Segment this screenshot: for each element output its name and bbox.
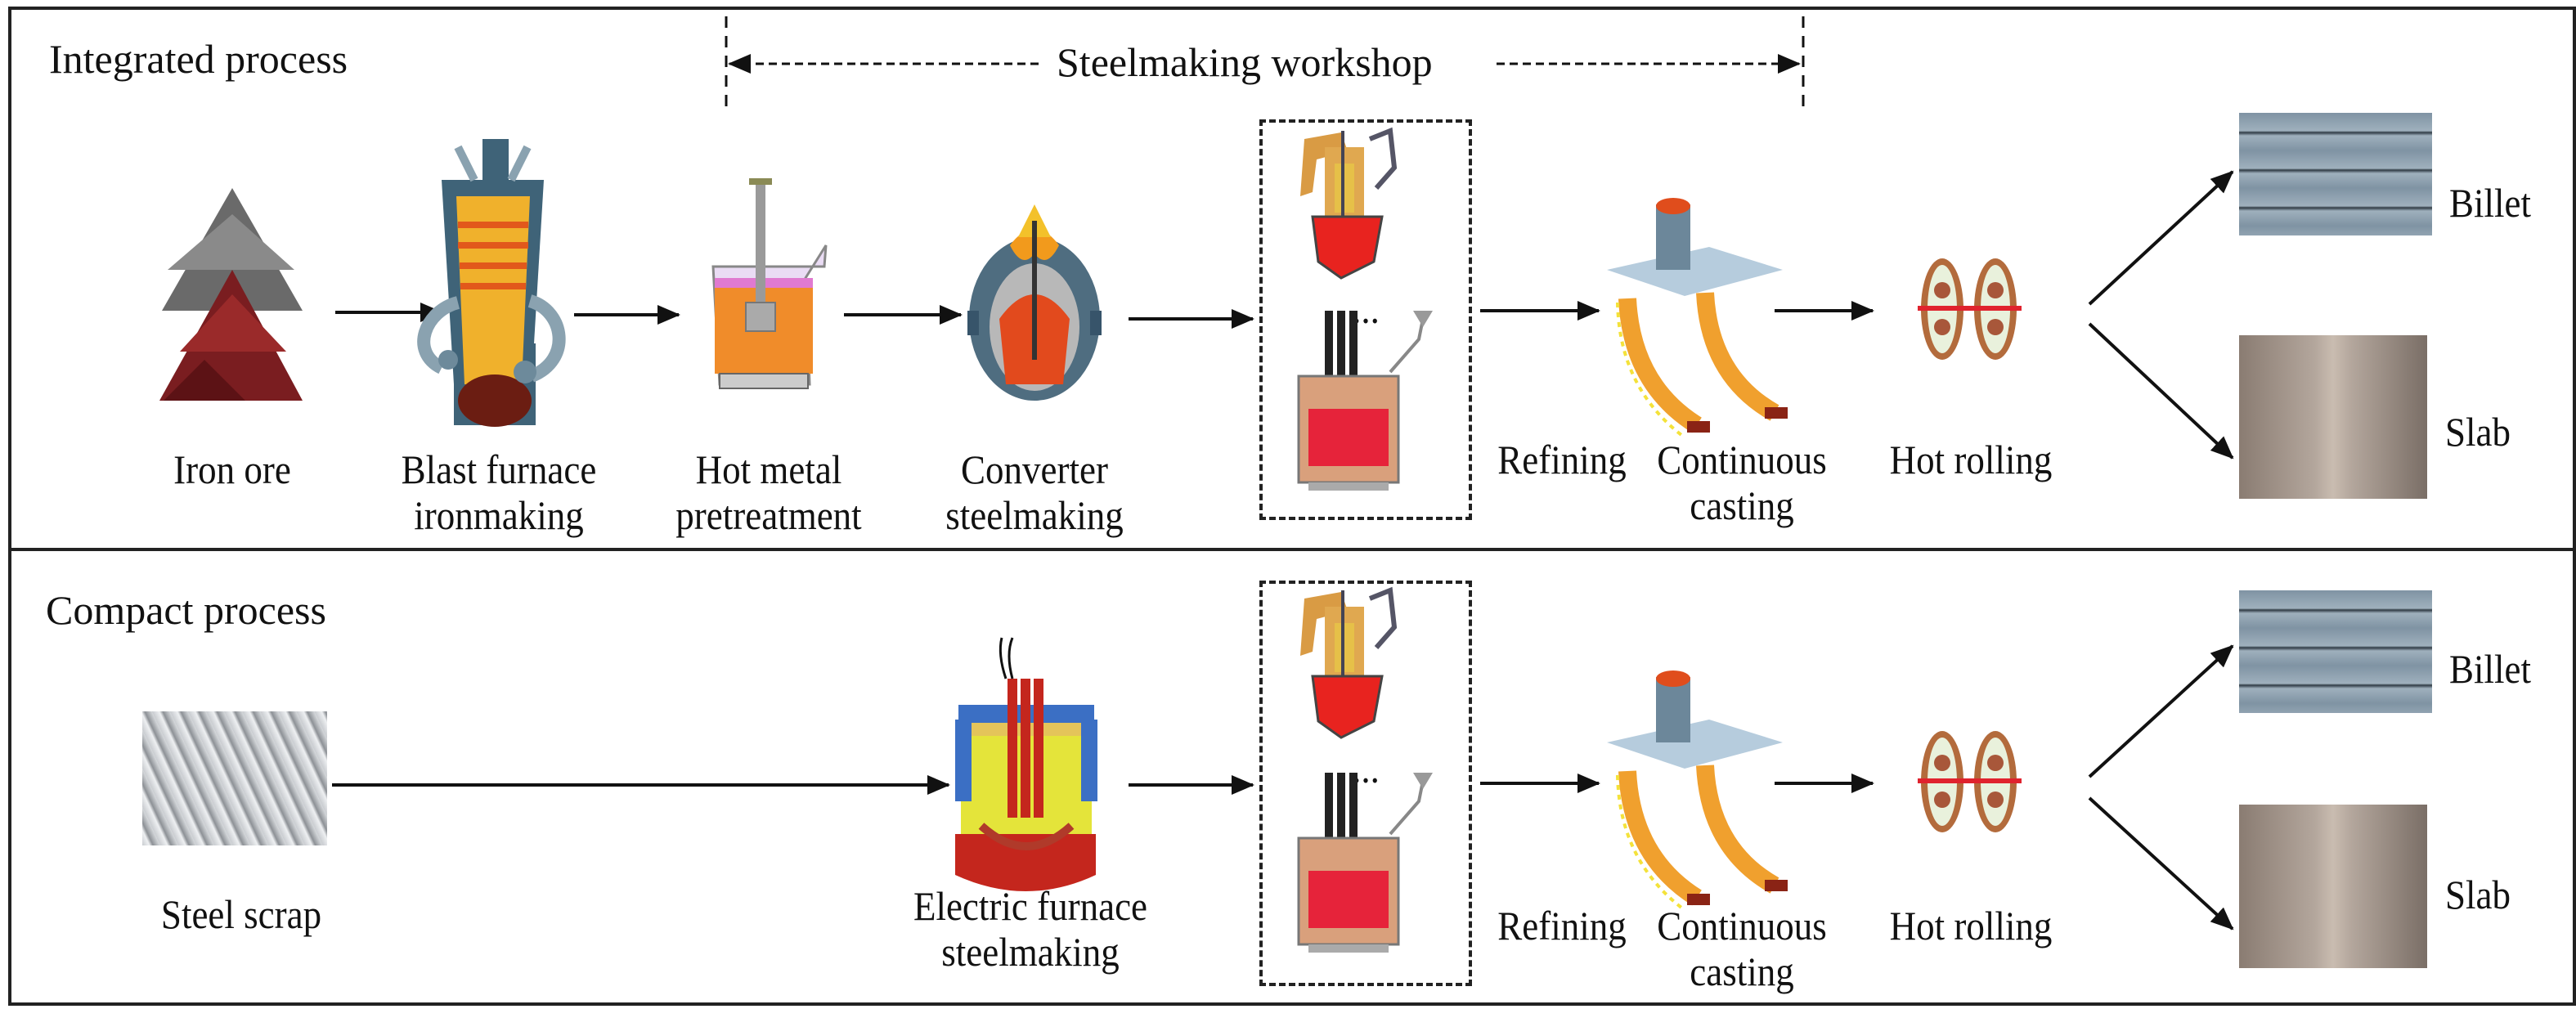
steel-scrap-photo: [142, 711, 327, 845]
compact-process-panel: [8, 548, 2576, 1006]
label-casting-2: casting: [1690, 482, 1794, 528]
label-refining: Refining: [1497, 437, 1627, 482]
workshop-label: Steelmaking workshop: [1057, 39, 1433, 85]
arrow-rolling-to-slab-2: [2088, 796, 2234, 931]
label-hot-rolling: Hot rolling: [1889, 437, 2053, 482]
arrow-rolling-to-billet: [2088, 170, 2234, 306]
label-billet: Billet: [2448, 180, 2531, 226]
slab-photo: [2239, 335, 2427, 499]
arrow-rolling-to-billet-2: [2088, 644, 2234, 778]
label-casting-2-2: casting: [1690, 948, 1794, 994]
label-billet-2: Billet: [2448, 646, 2531, 692]
label-refining-2: Refining: [1497, 903, 1627, 948]
label-blast-furnace-1: Blast furnace: [401, 446, 597, 492]
label-blast-furnace-2: ironmaking: [414, 492, 584, 538]
label-pretreat-2: pretreatment: [675, 492, 862, 538]
label-casting-1-2: Continuous: [1657, 903, 1827, 948]
label-steel-scrap: Steel scrap: [160, 891, 322, 937]
arrow-rolling-to-slab: [2088, 322, 2234, 460]
billet-photo: [2239, 113, 2432, 235]
refining-options-box-2: [1259, 581, 1472, 986]
label-converter-2: steelmaking: [945, 492, 1124, 538]
slab-photo-2: [2239, 805, 2427, 968]
integrated-process-title: Integrated process: [49, 36, 348, 82]
label-eaf-1: Electric furnace: [913, 883, 1148, 929]
label-hot-rolling-2: Hot rolling: [1889, 903, 2053, 948]
label-eaf-2: steelmaking: [941, 929, 1120, 975]
label-iron-ore: Iron ore: [173, 446, 291, 492]
billet-photo-2: [2239, 590, 2432, 713]
label-pretreat-1: Hot metal: [695, 446, 842, 492]
compact-process-title: Compact process: [46, 587, 326, 633]
label-converter-1: Converter: [961, 446, 1108, 492]
label-slab-2: Slab: [2444, 872, 2511, 917]
label-casting-1: Continuous: [1657, 437, 1827, 482]
refining-options-box: [1259, 119, 1472, 520]
label-slab: Slab: [2444, 409, 2511, 455]
